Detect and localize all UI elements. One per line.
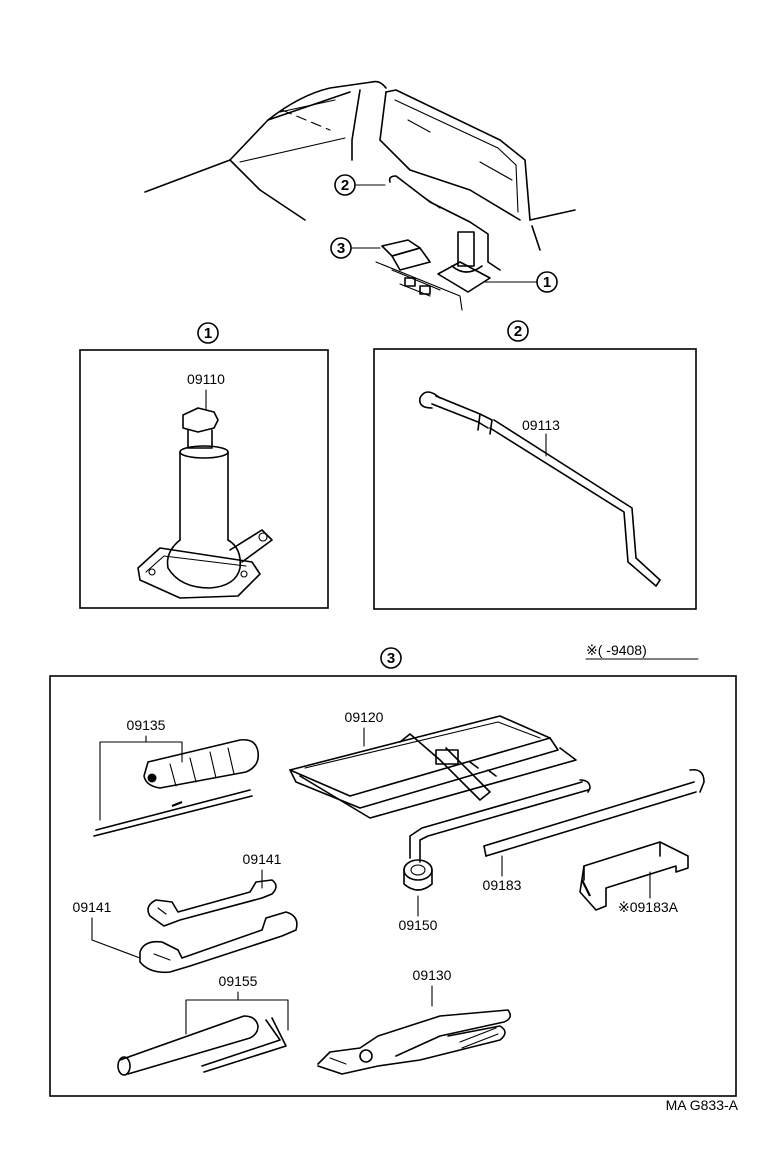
jack-handle-drawing [418,391,661,587]
part-number-09141-lower: 09141 [73,899,112,915]
part-number-09155: 09155 [219,973,258,989]
part-number-09183: 09183 [483,877,522,893]
panel-tools [49,675,737,1097]
panel-jack [79,349,329,609]
jack-drawing [137,407,273,599]
figure-code: MA G833-A [666,1097,739,1113]
plug-wrench-drawing [117,1015,287,1076]
part-number-09113: 09113 [522,417,560,433]
svg-text:2: 2 [514,323,522,340]
svg-text:1: 1 [204,325,212,342]
screwdriver-drawing [93,738,260,837]
callout-3-panel: 3 [380,647,402,669]
part-number-09135: 09135 [127,717,166,733]
part-number-09130: 09130 [413,967,452,983]
wrench-lower-drawing [139,911,298,974]
hook-part-drawing [579,841,689,911]
panel-jack-handle [373,348,697,610]
vehicle-overview [144,80,576,311]
svg-text:2: 2 [341,177,349,194]
tool-bag-drawing [289,715,577,819]
pliers-drawing [317,1009,512,1075]
wrench-upper-drawing [147,879,277,927]
callout-1-panel: 1 [197,322,219,344]
part-number-09183A: ※09183A [618,899,679,915]
svg-text:3: 3 [337,240,345,257]
callout-2-panel: 2 [507,320,529,342]
part-number-09141-upper: 09141 [243,851,282,867]
part-number-09120: 09120 [345,709,384,725]
part-number-09150: 09150 [399,917,438,933]
callout-3-overview: 3 [330,237,381,259]
lug-wrench-drawing [403,779,591,891]
applicability-note: ※( -9408) [586,642,647,658]
svg-text:3: 3 [387,650,395,667]
extension-bar-drawing [483,768,705,857]
svg-text:1: 1 [543,274,551,291]
callout-1-overview: 1 [484,271,558,293]
part-number-09110: 09110 [187,371,225,387]
callout-2-overview: 2 [334,174,386,196]
